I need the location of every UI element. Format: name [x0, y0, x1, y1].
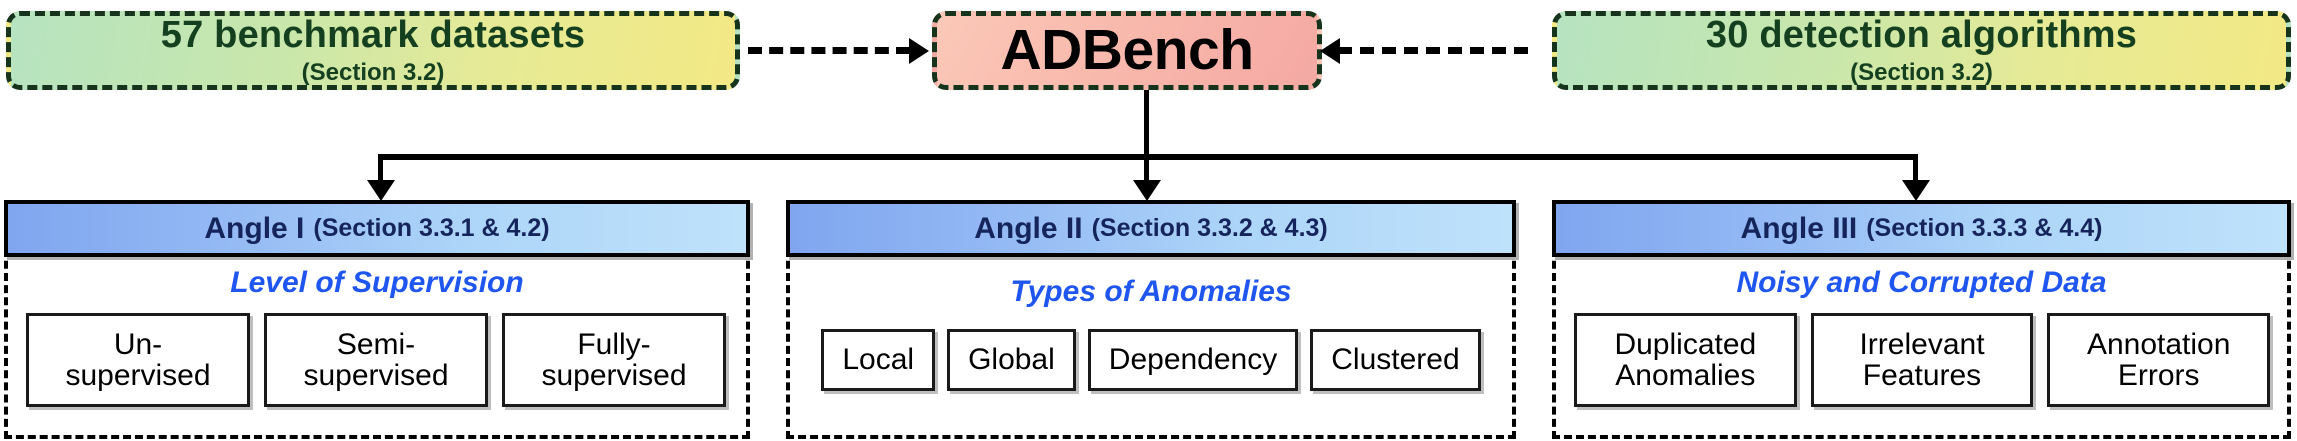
angle-1-label: Angle I — [204, 211, 305, 245]
angle-1-item-list: Un-supervised Semi-supervised Fully-supe… — [26, 313, 726, 407]
connector-bus-horizontal — [378, 154, 1918, 160]
angle-2-panel — [786, 200, 1516, 439]
angle-1-subtitle: Level of Supervision — [230, 266, 524, 299]
angle-2-item-list: Local Global Dependency Clustered — [806, 329, 1496, 391]
connector-stem-adbench — [1144, 90, 1149, 158]
arrowhead-down-icon-angle-1 — [367, 180, 395, 201]
arrowhead-down-icon-angle-2 — [1133, 180, 1161, 201]
dashed-connector-algorithms-to-adbench — [1338, 47, 1528, 54]
angle-1-panel — [4, 200, 750, 439]
angle-2-label: Angle II — [974, 211, 1083, 245]
dashed-connector-datasets-to-adbench — [748, 47, 910, 54]
angle-3-label: Angle III — [1740, 211, 1858, 245]
angle-3-panel — [1552, 200, 2291, 439]
connector-drop-angle-2 — [1144, 158, 1149, 184]
detection-algorithms-title: 30 detection algorithms — [1705, 14, 2138, 56]
list-item: Local — [821, 329, 936, 391]
connector-drop-angle-3 — [1913, 158, 1918, 184]
benchmark-datasets-box: 57 benchmark datasets (Section 3.2) — [6, 11, 740, 90]
detection-algorithms-box: 30 detection algorithms (Section 3.2) — [1552, 11, 2291, 90]
angle-3-subtitle: Noisy and Corrupted Data — [1736, 266, 2107, 299]
angle-2-subtitle: Types of Anomalies — [1010, 275, 1292, 308]
arrowhead-down-icon-angle-3 — [1902, 180, 1930, 201]
adbench-title: ADBench — [1000, 18, 1254, 82]
connector-drop-angle-1 — [378, 158, 383, 184]
list-item: Semi-supervised — [264, 313, 488, 407]
angle-1-header: Angle I (Section 3.3.1 & 4.2) — [4, 200, 750, 257]
detection-algorithms-section: (Section 3.2) — [1850, 59, 1993, 86]
list-item: Fully-supervised — [502, 313, 726, 407]
list-item: Global — [947, 329, 1076, 391]
angle-3-section: (Section 3.3.3 & 4.4) — [1866, 214, 2103, 242]
adbench-box: ADBench — [932, 11, 1322, 90]
list-item: Dependency — [1087, 329, 1299, 391]
angle-2-header: Angle II (Section 3.3.2 & 4.3) — [786, 200, 1516, 257]
arrowhead-right-icon — [909, 38, 929, 64]
benchmark-datasets-title: 57 benchmark datasets — [160, 14, 586, 56]
angle-3-header: Angle III (Section 3.3.3 & 4.4) — [1552, 200, 2291, 257]
benchmark-datasets-section: (Section 3.2) — [301, 59, 445, 86]
angle-2-section: (Section 3.3.2 & 4.3) — [1091, 214, 1328, 242]
list-item: Un-supervised — [26, 313, 250, 407]
list-item: Clustered — [1310, 329, 1481, 391]
arrowhead-left-icon — [1320, 38, 1340, 64]
angle-1-section: (Section 3.3.1 & 4.2) — [313, 214, 550, 242]
